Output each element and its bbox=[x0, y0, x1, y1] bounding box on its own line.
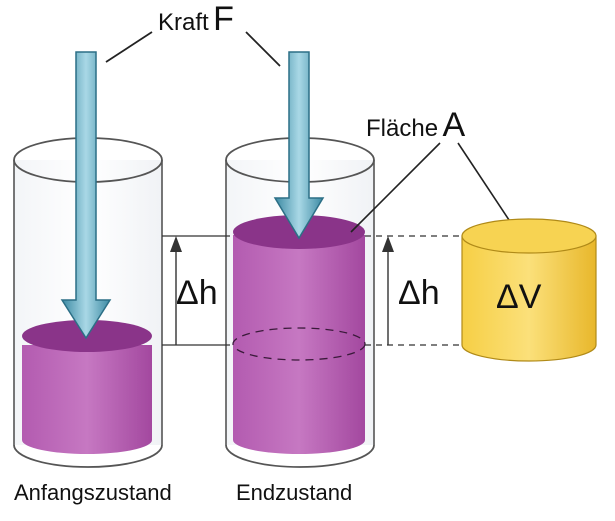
delta-h-label-left: Δh bbox=[176, 274, 218, 312]
delta-v-cylinder bbox=[461, 218, 597, 362]
force-pointer-left bbox=[105, 31, 153, 63]
initial-liquid bbox=[22, 345, 152, 454]
final-state-caption: Endzustand bbox=[236, 480, 353, 505]
delta-v-label: ΔV bbox=[496, 278, 542, 316]
area-word: Fläche bbox=[366, 115, 439, 142]
area-label: Fläche A bbox=[366, 108, 465, 142]
delta-h-label-right: Δh bbox=[398, 274, 440, 312]
force-symbol: F bbox=[213, 0, 234, 38]
force-pointer-right bbox=[245, 31, 281, 67]
final-liquid bbox=[233, 235, 365, 454]
area-pointer-right bbox=[457, 142, 518, 233]
force-label: Kraft F bbox=[158, 2, 234, 36]
area-symbol: A bbox=[442, 106, 466, 144]
delta-h-bracket-left bbox=[162, 235, 230, 346]
initial-level-marker bbox=[232, 327, 366, 361]
force-arrow-right bbox=[273, 51, 325, 240]
force-word: Kraft bbox=[158, 9, 209, 36]
area-pointer-left bbox=[350, 142, 441, 233]
initial-state-caption: Anfangszustand bbox=[14, 480, 172, 505]
delta-h-bracket-right bbox=[365, 235, 462, 346]
force-arrow-left bbox=[60, 51, 112, 340]
